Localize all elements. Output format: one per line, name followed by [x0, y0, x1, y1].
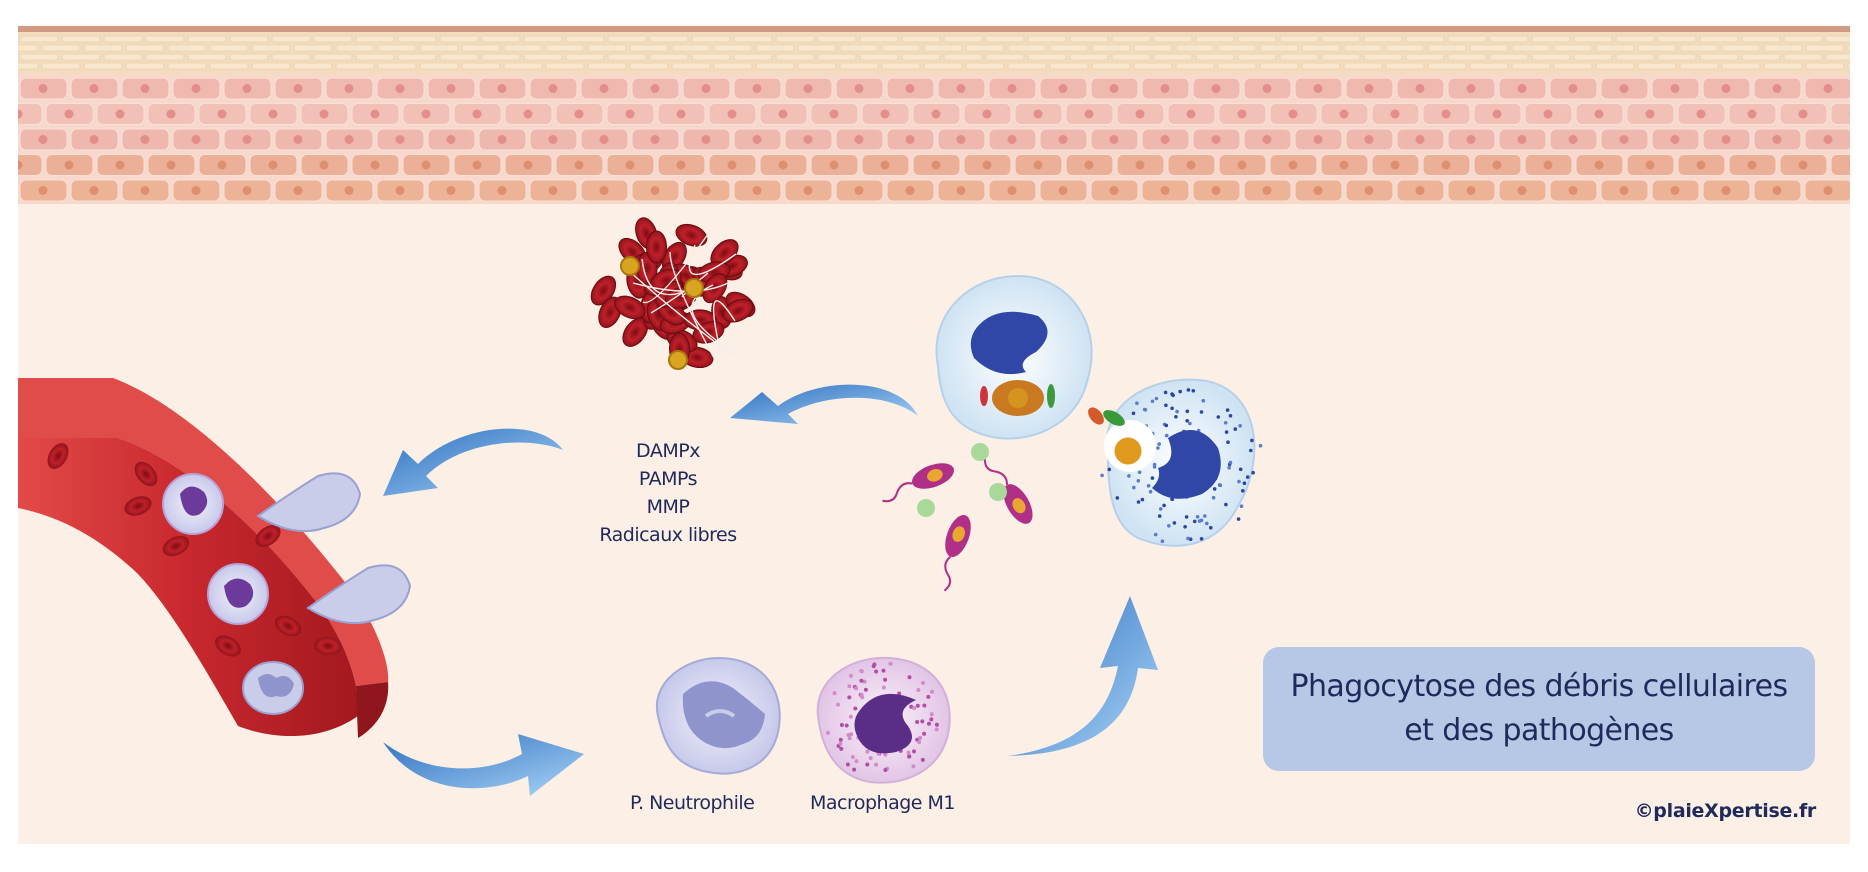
blood-vessel	[18, 378, 412, 738]
arrow-to-neutrophil	[383, 734, 584, 796]
pathogens	[882, 443, 1033, 592]
phagocyte-engulfing	[1088, 378, 1263, 547]
blood-clot	[590, 217, 756, 370]
copyright: ©plaieXpertise.fr	[1634, 800, 1817, 822]
mediator-damps: DAMPx	[636, 440, 700, 462]
macrophage-label: Macrophage M1	[810, 792, 956, 814]
caption-box: Phagocytose des débris cellulaires et de…	[1263, 647, 1815, 771]
arrows	[383, 384, 1158, 796]
phagocyte-top	[935, 274, 1093, 440]
mediator-pamps: PAMPs	[638, 468, 698, 490]
caption-text: Phagocytose des débris cellulaires et de…	[1290, 669, 1789, 748]
mediators-list: DAMPx PAMPs MMP Radicaux libres	[588, 437, 748, 549]
phagocytosis-diagram: DAMPx PAMPs MMP Radicaux libres P. Neutr…	[18, 26, 1850, 844]
arrow-to-clot	[730, 384, 918, 424]
mediator-mmp: MMP	[646, 496, 690, 518]
vessel-leukocytes	[162, 472, 412, 715]
neutrophil-cell	[655, 656, 781, 775]
neutrophil-label: P. Neutrophile	[630, 792, 755, 814]
mediator-free-radicals: Radicaux libres	[599, 524, 737, 546]
arrow-to-vessel	[383, 428, 563, 496]
macrophage-m1-cell	[816, 656, 951, 784]
skin-layers	[18, 26, 1850, 204]
illustration-canvas	[18, 26, 1850, 796]
arrow-to-phagocyte	[1008, 596, 1158, 756]
